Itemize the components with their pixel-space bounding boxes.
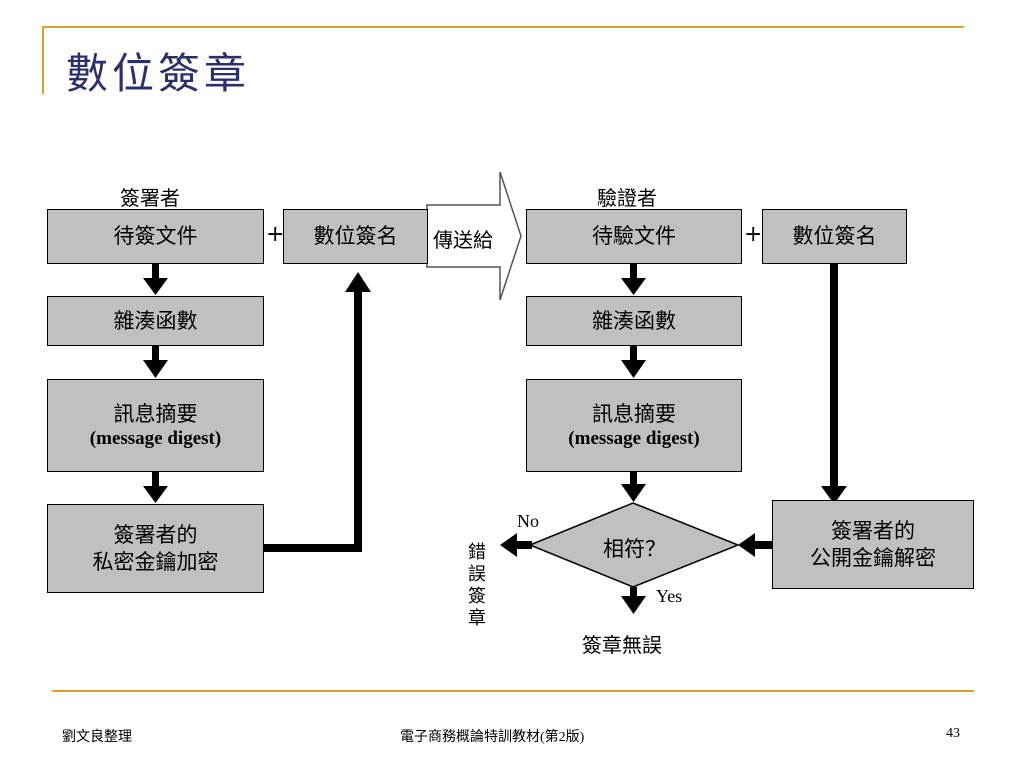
signer-signature-label: 數位簽名 — [313, 224, 398, 249]
arrow-down-4 — [621, 264, 646, 295]
signer-digest-title: 訊息摘要 — [113, 401, 198, 426]
arrow-down-3 — [143, 472, 168, 503]
arrow-verify-down — [821, 264, 847, 504]
signer-digest-subtitle: (message digest) — [89, 427, 222, 449]
arrow-down-2 — [143, 346, 168, 378]
page-number: 43 — [946, 726, 960, 741]
signer-doc-label: 待簽文件 — [113, 224, 198, 249]
arrow-no — [500, 533, 532, 557]
arrow-down-6 — [621, 472, 646, 502]
verifier-hash-box: 雜湊函數 — [526, 296, 742, 346]
signer-encrypt-line1: 簽署者的 — [113, 523, 198, 548]
error-signature-text: 錯誤簽章 — [468, 542, 486, 629]
verifier-signature-box: 數位簽名 — [762, 209, 907, 264]
signer-digest-box: 訊息摘要 (message digest) — [47, 379, 264, 472]
verifier-digest-subtitle: (message digest) — [568, 427, 700, 449]
verifier-hash-label: 雜湊函數 — [592, 308, 676, 333]
verifier-heading: 驗證者 — [597, 186, 657, 210]
no-label: No — [517, 511, 539, 531]
signer-heading: 簽署者 — [120, 186, 180, 210]
signer-plus: + — [266, 222, 285, 247]
yes-label: Yes — [656, 586, 683, 606]
verifier-plus: + — [744, 222, 763, 247]
arrow-sign-up — [262, 272, 371, 552]
title-top-rule — [42, 26, 964, 28]
transfer-arrow — [426, 171, 522, 301]
arrow-yes — [621, 587, 646, 614]
verifier-digest-title: 訊息摘要 — [592, 401, 676, 426]
arrow-down-1 — [143, 264, 168, 295]
signer-hash-label: 雜湊函數 — [113, 308, 198, 333]
transfer-label: 傳送給 — [433, 228, 493, 252]
verifier-doc-box: 待驗文件 — [526, 209, 742, 264]
verifier-doc-label: 待驗文件 — [592, 224, 676, 249]
signer-signature-box: 數位簽名 — [283, 209, 428, 264]
verifier-signature-label: 數位簽名 — [792, 224, 877, 249]
signer-encrypt-line2: 私密金鑰加密 — [92, 549, 219, 574]
verifier-digest-box: 訊息摘要 (message digest) — [526, 379, 742, 472]
arrow-down-5 — [621, 346, 646, 378]
signer-doc-box: 待簽文件 — [47, 209, 264, 264]
decision-diamond — [528, 502, 741, 588]
verifier-decrypt-line1: 簽署者的 — [831, 519, 915, 544]
signer-encrypt-box: 簽署者的 私密金鑰加密 — [47, 504, 264, 593]
decision-label: 相符？ — [603, 537, 666, 561]
verifier-decrypt-box: 簽署者的 公開金鑰解密 — [772, 500, 974, 589]
footer-course: 電子商務概論特訓教材(第2版) — [400, 730, 585, 745]
page-title: 數位簽章 — [66, 49, 251, 98]
footer-rule — [52, 690, 974, 692]
verifier-decrypt-line2: 公開金鑰解密 — [810, 545, 936, 570]
ok-signature-text: 簽章無誤 — [582, 633, 662, 657]
footer-author: 劉文良整理 — [62, 730, 132, 745]
signer-hash-box: 雜湊函數 — [47, 296, 264, 346]
title-left-rule — [42, 26, 44, 94]
arrow-decrypt-left — [738, 533, 772, 557]
